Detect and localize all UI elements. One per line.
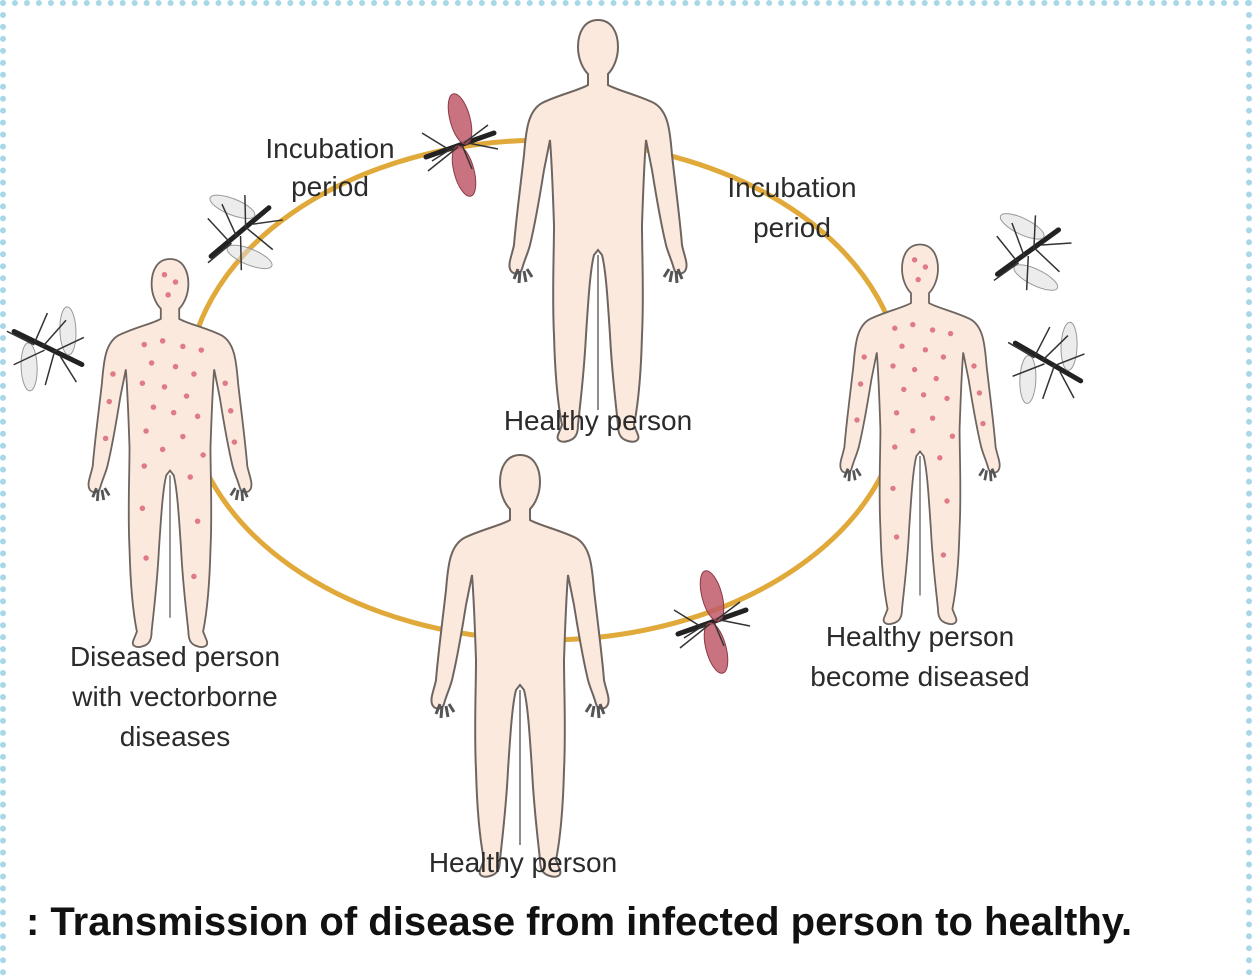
healthy-person-bottom-label: Healthy person <box>429 847 617 878</box>
transmission-diagram: Incubation period Incubation period Heal… <box>0 0 1252 900</box>
diseased-person-label-line1: Diseased person <box>70 641 280 672</box>
mosquito-icon <box>0 294 109 409</box>
diseased-person-right-figure <box>840 245 999 625</box>
incubation-period-right-line1: Incubation <box>727 172 856 203</box>
healthy-person-top-figure <box>509 20 686 442</box>
healthy-person-become-diseased-line2: become diseased <box>810 661 1029 692</box>
incubation-period-left-line1: Incubation <box>265 133 394 164</box>
healthy-person-bottom-figure <box>431 455 608 877</box>
incubation-period-left-line2: period <box>291 171 369 202</box>
mosquito-icon <box>198 181 290 281</box>
mosquito-icon <box>991 309 1108 422</box>
incubation-period-right-line2: period <box>753 212 831 243</box>
figure-caption: : Transmission of disease from infected … <box>26 900 1246 945</box>
healthy-person-top-label: Healthy person <box>504 405 692 436</box>
diseased-person-label-line2: with vectorborne <box>71 681 277 712</box>
mosquito-icon <box>989 204 1075 299</box>
diseased-person-label-line3: diseases <box>120 721 231 752</box>
diseased-person-left-figure <box>89 259 252 647</box>
healthy-person-become-diseased-line1: Healthy person <box>826 621 1014 652</box>
